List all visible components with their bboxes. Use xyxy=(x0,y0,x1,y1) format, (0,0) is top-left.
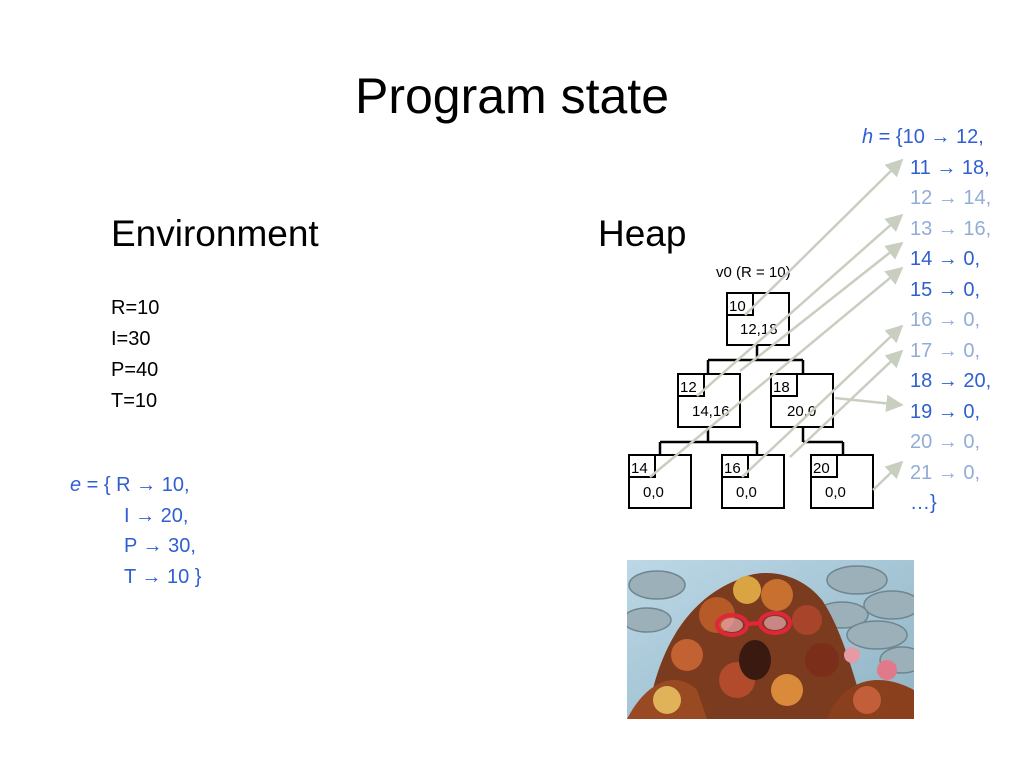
heap-map: h = {10 → 12, 11 → 18, 12 → 14, 13 → 16,… xyxy=(862,122,991,519)
heap-map-row: 12 → 14, xyxy=(910,183,1024,214)
pointer-arrow xyxy=(649,266,904,478)
tree-node-value: 20,0 xyxy=(787,403,816,420)
env-map-row: I → 20, xyxy=(124,501,244,532)
pointer-arrow xyxy=(739,241,904,372)
pointer-arrow xyxy=(834,394,904,413)
env-map-entry: T → 10 } xyxy=(124,565,202,588)
pointer-arrow xyxy=(696,213,904,397)
heap-map-row: h = {10 → 12, xyxy=(862,122,984,153)
tree-node-addr: 20 xyxy=(813,460,830,477)
tree-node-addr: 10 xyxy=(729,298,746,315)
env-var-item: I=30 xyxy=(111,328,151,350)
heap-map-entry: 16 → 0, xyxy=(910,309,981,331)
env-var-item: P=40 xyxy=(111,359,159,381)
heap-map-entry: 12 → 14, xyxy=(910,187,992,209)
heap-map-entry: 19 → 0, xyxy=(910,400,981,423)
environment-map: e = { R → 10, I → 20, P → 30, T → 10 } xyxy=(70,470,201,592)
pointer-arrows xyxy=(649,158,904,491)
heap-map-var-name: h xyxy=(862,126,874,148)
heap-map-entry: = {10 → 12, xyxy=(873,126,984,148)
tree-node-value: 0,0 xyxy=(736,484,757,501)
slide-title: Program state xyxy=(354,68,669,124)
env-map-entry: I → 20, xyxy=(124,504,189,527)
heap-map-entry: 15 → 0, xyxy=(910,278,981,301)
heap-map-entry: 11 → 18, xyxy=(910,156,990,179)
heap-map-entry: 21 → 0, xyxy=(910,461,981,484)
env-map-row: e = { R → 10, xyxy=(70,470,190,501)
heap-map-row: 20 → 0, xyxy=(910,427,1024,458)
heap-map-entry: 20 → 0, xyxy=(910,431,981,453)
pointer-arrow xyxy=(741,324,904,478)
heap-map-row: 13 → 16, xyxy=(910,214,1024,245)
heap-heading: Heap xyxy=(598,213,687,254)
heap-map-entry: 18 → 20, xyxy=(910,370,992,392)
pointer-arrow xyxy=(744,158,904,316)
tree-node-value: 0,0 xyxy=(825,484,846,501)
tree-node: 10 12,18 xyxy=(726,292,790,346)
tree-node: 14 0,0 xyxy=(628,454,692,509)
heap-map-entry: …} xyxy=(910,492,937,514)
heap-map-row: 16 → 0, xyxy=(910,305,1024,336)
heap-map-row: …} xyxy=(910,488,1024,519)
heap-map-row: 15 → 0, xyxy=(910,275,1024,306)
env-var-item: T=10 xyxy=(111,390,158,412)
env-map-row: T → 10 } xyxy=(124,562,244,593)
heap-map-entry: 13 → 16, xyxy=(910,217,992,240)
tree-node: 20 0,0 xyxy=(810,454,874,509)
heap-map-row: 14 → 0, xyxy=(910,244,1024,275)
env-map-entry: P → 30, xyxy=(124,535,196,557)
tree-node-addr: 12 xyxy=(680,379,697,396)
pointer-arrow xyxy=(872,460,904,491)
tree-node-addr: 16 xyxy=(724,460,741,477)
env-map-entry: = { R → 10, xyxy=(81,474,190,496)
tree-root-label: v0 (R = 10) xyxy=(716,264,791,281)
environment-heading: Environment xyxy=(111,213,319,254)
leaf-creature-photo xyxy=(627,560,914,719)
heap-map-row: 17 → 0, xyxy=(910,336,1024,367)
heap-map-row: 18 → 20, xyxy=(910,366,1024,397)
environment-variables: R=10 I=30 P=40 T=10 xyxy=(111,293,159,417)
env-var-item: R=10 xyxy=(111,297,160,319)
heap-map-row: 19 → 0, xyxy=(910,397,1024,428)
heap-map-entry: 14 → 0, xyxy=(910,248,981,270)
heap-map-row: 11 → 18, xyxy=(910,153,1024,184)
tree-node-value: 14,16 xyxy=(692,403,730,420)
tree-node: 12 14,16 xyxy=(677,373,741,428)
tree-node: 16 0,0 xyxy=(721,454,785,509)
tree-node-value: 0,0 xyxy=(643,484,664,501)
heap-map-entry: 17 → 0, xyxy=(910,339,981,362)
pointer-arrow xyxy=(789,349,904,458)
heap-map-row: 21 → 0, xyxy=(910,458,1024,489)
tree-node-addr: 14 xyxy=(631,460,648,477)
env-map-var-name: e xyxy=(70,474,82,496)
env-map-row: P → 30, xyxy=(124,531,244,562)
tree-node-addr: 18 xyxy=(773,379,790,396)
